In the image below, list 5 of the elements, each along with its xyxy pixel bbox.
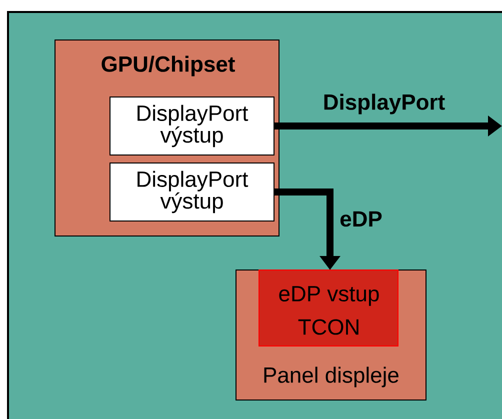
port-box: DisplayPort výstup: [110, 162, 274, 222]
controller-box: eDP vstup TCON: [258, 270, 398, 346]
edge-label: eDP: [340, 211, 382, 227]
port-box: DisplayPort výstup: [110, 96, 274, 156]
edge-label: DisplayPort: [324, 94, 445, 114]
